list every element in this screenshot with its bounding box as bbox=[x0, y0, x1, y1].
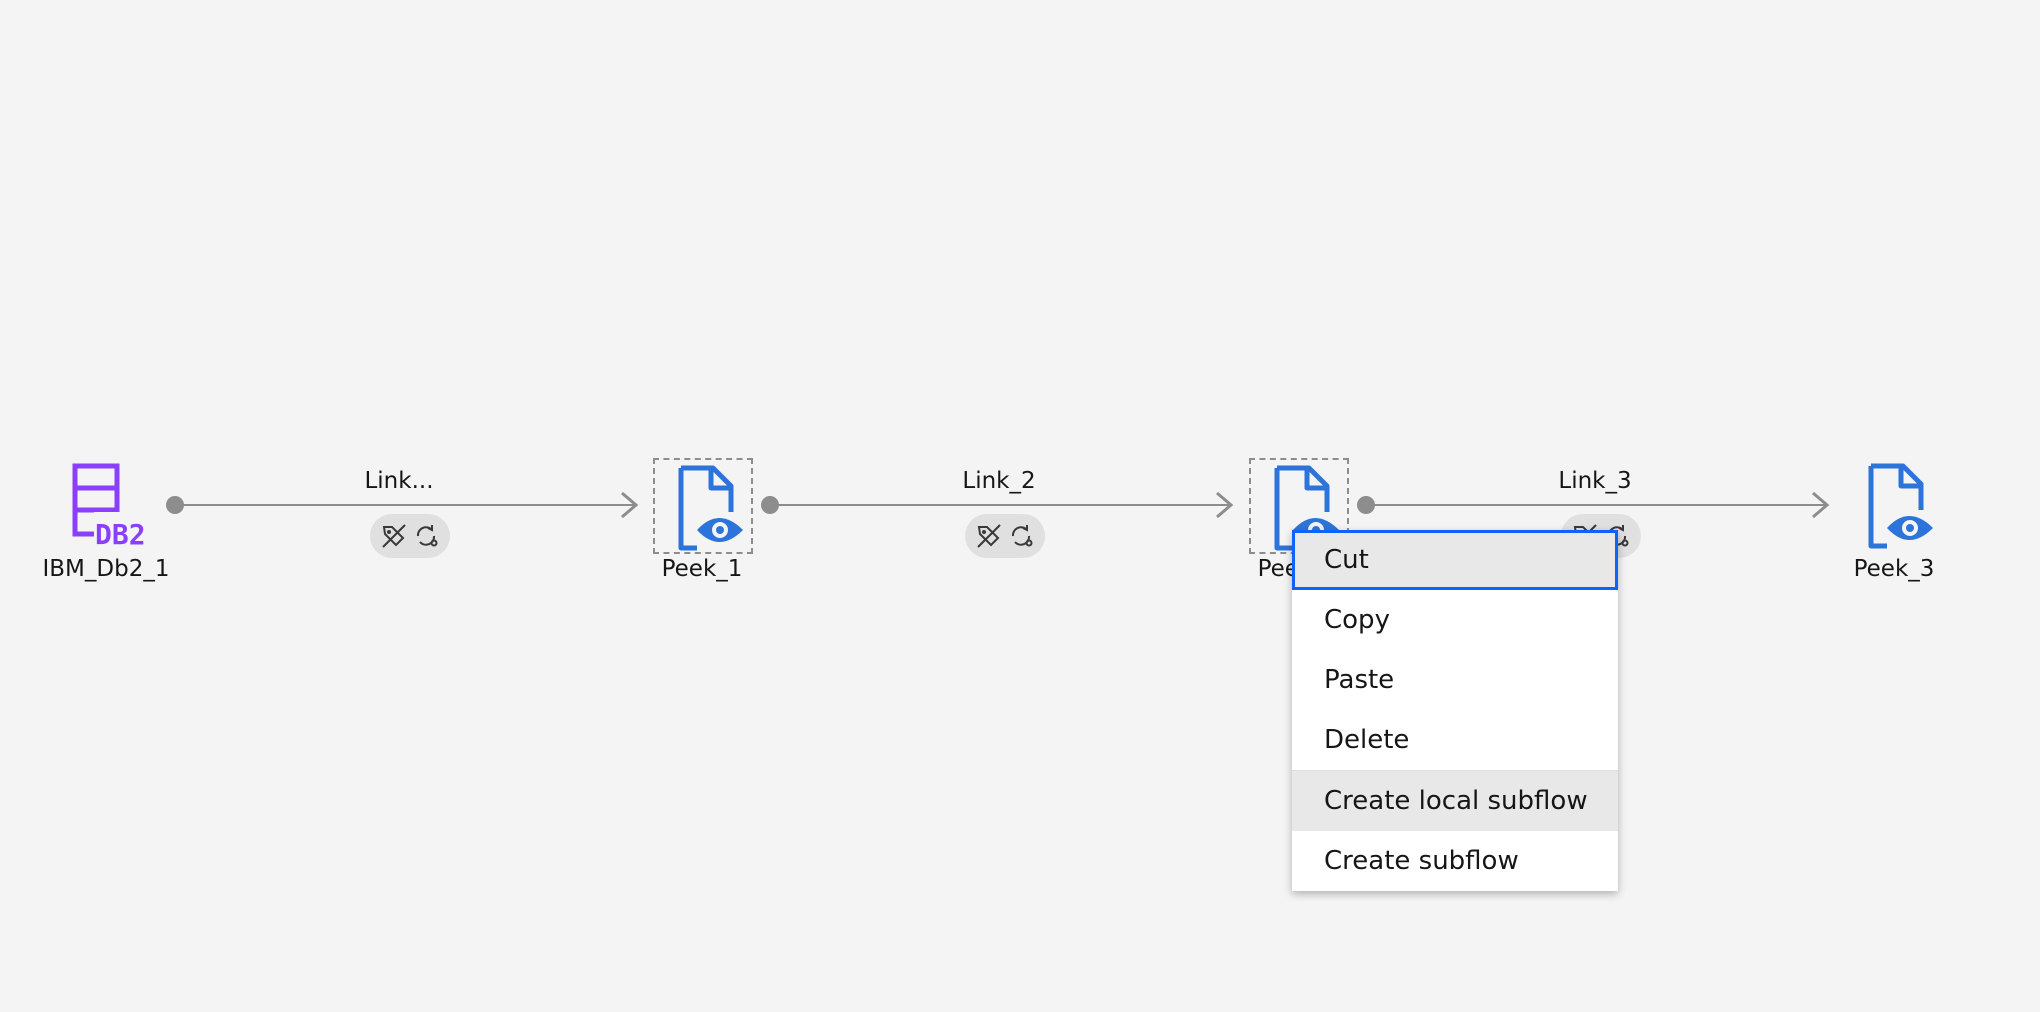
node-peek-1-label: Peek_1 bbox=[661, 556, 743, 582]
db2-icon: DB2 bbox=[72, 463, 146, 550]
menu-item-cut[interactable]: Cut bbox=[1292, 530, 1618, 590]
link-3-label[interactable]: Link_3 bbox=[1558, 468, 1632, 494]
node-ibm-db2-1[interactable]: DB2 bbox=[56, 458, 156, 554]
link-2-line[interactable] bbox=[770, 504, 1229, 506]
sync-icon bbox=[1011, 525, 1033, 547]
link-2-status-badge[interactable] bbox=[965, 514, 1045, 558]
tag-off-icon bbox=[382, 524, 406, 548]
menu-item-copy[interactable]: Copy bbox=[1324, 605, 1390, 635]
peek-icon bbox=[678, 465, 743, 551]
link-1-status-badge[interactable] bbox=[370, 514, 450, 558]
peek-icon bbox=[1868, 463, 1933, 549]
menu-item-delete[interactable]: Delete bbox=[1324, 725, 1410, 755]
link-2-label[interactable]: Link_2 bbox=[962, 468, 1036, 494]
node-peek-3[interactable] bbox=[1845, 458, 1945, 554]
menu-item-paste[interactable]: Paste bbox=[1324, 665, 1395, 695]
link-3-arrow-icon bbox=[1812, 491, 1830, 519]
node-peek-3-label: Peek_3 bbox=[1853, 556, 1935, 582]
link-1-line[interactable] bbox=[176, 504, 634, 506]
svg-text:DB2: DB2 bbox=[95, 518, 146, 550]
menu-divider bbox=[1292, 770, 1618, 771]
menu-item-create-local-subflow[interactable]: Create local subflow bbox=[1292, 771, 1618, 831]
node-ibm-db2-1-label: IBM_Db2_1 bbox=[42, 556, 170, 582]
node-peek-1[interactable] bbox=[653, 458, 753, 554]
link-2-arrow-icon bbox=[1216, 491, 1234, 519]
link-1-source-port[interactable] bbox=[166, 496, 184, 514]
tag-off-icon bbox=[977, 524, 1001, 548]
link-3-line[interactable] bbox=[1366, 504, 1825, 506]
menu-item-create-subflow[interactable]: Create subflow bbox=[1324, 846, 1519, 876]
link-1-arrow-icon bbox=[621, 491, 639, 519]
context-menu: Cut Copy Paste Delete Create local subfl… bbox=[1292, 530, 1618, 891]
link-1-label[interactable]: Link... bbox=[364, 468, 434, 494]
sync-icon bbox=[416, 525, 438, 547]
